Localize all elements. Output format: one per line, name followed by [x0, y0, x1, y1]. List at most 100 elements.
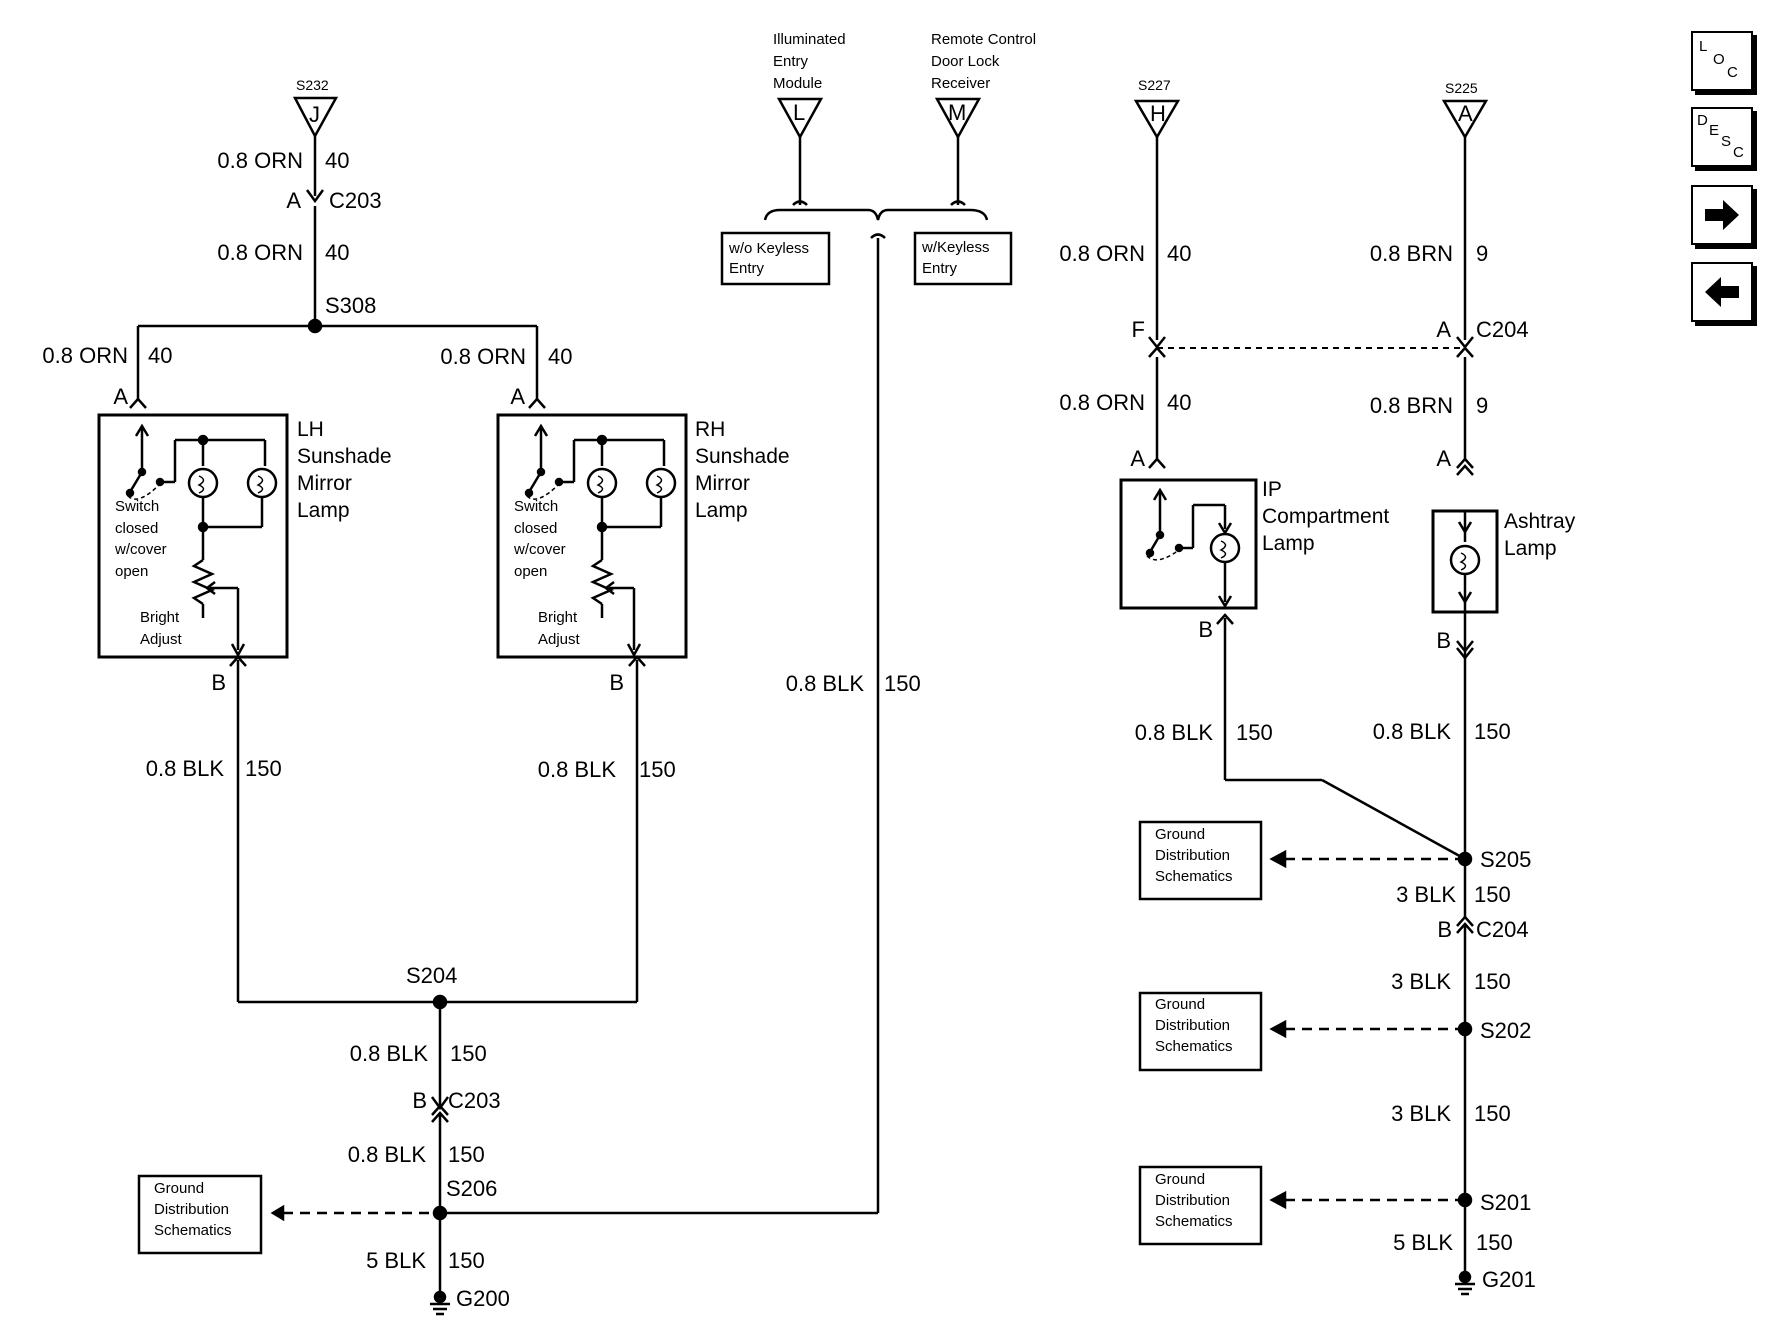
- lh-sunshade-box: [97, 413, 289, 659]
- right-arrow-icon: [1705, 200, 1739, 230]
- loc-button[interactable]: L O C: [1691, 31, 1753, 91]
- connector-pin: B: [211, 670, 226, 695]
- wire-circuit: 9: [1476, 393, 1488, 418]
- splice-dot: [1457, 851, 1473, 867]
- loc-letter: L: [1699, 38, 1707, 55]
- connector-label: C203: [329, 188, 382, 213]
- bulb-icon: [1449, 544, 1481, 576]
- module-label: Module: [773, 75, 822, 92]
- wire-gauge: 0.8 BLK: [1135, 720, 1214, 745]
- wire-circuit: 150: [639, 757, 676, 782]
- wire-gauge: 3 BLK: [1391, 969, 1451, 994]
- connector-pin: B: [412, 1088, 427, 1113]
- left-labels: S232 J 0.8 ORN 40 A C203 0.8 ORN 40 S308…: [42, 77, 789, 1311]
- component-title: Ashtray: [1504, 510, 1576, 533]
- wire-gauge: 0.8 BLK: [538, 757, 617, 782]
- splice-label: S201: [1480, 1190, 1531, 1215]
- gds-text: Distribution: [1155, 1192, 1230, 1209]
- gds-text: Distribution: [1155, 1017, 1230, 1034]
- switch-note: w/cover: [114, 541, 167, 558]
- connector-pin: B: [1198, 617, 1213, 642]
- wire-circuit: 150: [448, 1142, 485, 1167]
- prev-button[interactable]: [1691, 262, 1753, 322]
- ip-compartment-box: [1119, 478, 1258, 610]
- component-title: Compartment: [1262, 505, 1389, 528]
- bright-adjust-label: Adjust: [538, 631, 581, 648]
- wire-gauge: 0.8 ORN: [217, 240, 303, 265]
- component-title: Mirror: [297, 472, 352, 495]
- connector-pin: B: [1437, 917, 1452, 942]
- switch-note: closed: [115, 520, 158, 537]
- wire-gauge: 0.8 BRN: [1370, 393, 1453, 418]
- gds-text: Schematics: [154, 1222, 232, 1239]
- splice-label: S204: [406, 963, 457, 988]
- gds-text: Ground: [1155, 826, 1205, 843]
- bulb-icon: [246, 467, 278, 499]
- gds-text: Schematics: [1155, 1038, 1233, 1055]
- bulb-icon: [586, 467, 618, 499]
- gds-text: Ground: [1155, 1171, 1205, 1188]
- connector-pin: A: [510, 384, 525, 409]
- gds-text: Distribution: [1155, 847, 1230, 864]
- desc-letter: C: [1733, 144, 1744, 161]
- connector-pin: A: [1436, 317, 1451, 342]
- switch-note: open: [514, 563, 547, 580]
- connector-pin: B: [609, 670, 624, 695]
- switch-note: Switch: [514, 498, 558, 515]
- wire-gauge: 0.8 ORN: [1059, 241, 1145, 266]
- connector-pin: A: [113, 384, 128, 409]
- splice-pin: J: [309, 102, 320, 127]
- rh-sunshade-box: [496, 413, 688, 659]
- component-title: Mirror: [695, 472, 750, 495]
- bulb-icon: [1209, 532, 1241, 564]
- next-button[interactable]: [1691, 185, 1753, 245]
- splice-label: S227: [1138, 77, 1171, 93]
- splice-label: S232: [296, 77, 329, 93]
- splice-triangle: [292, 96, 339, 139]
- wire-circuit: 150: [1474, 1101, 1511, 1126]
- wire-circuit: 150: [1474, 719, 1511, 744]
- splice-triangle: [1133, 99, 1181, 140]
- wire-circuit: 9: [1476, 241, 1488, 266]
- connector-pin: A: [1130, 446, 1145, 471]
- option-box-with-keyless: [913, 231, 1013, 286]
- wire-circuit: 40: [148, 343, 172, 368]
- wire-circuit: 40: [325, 240, 349, 265]
- wire-gauge: 3 BLK: [1391, 1101, 1451, 1126]
- rheostat-icon: [589, 558, 615, 606]
- desc-letter: E: [1709, 122, 1719, 139]
- wire-gauge: 0.8 BLK: [350, 1041, 429, 1066]
- component-title: LH: [297, 418, 324, 441]
- wire-gauge: 5 BLK: [1393, 1230, 1453, 1255]
- option-box-without-keyless: [720, 231, 831, 286]
- wire-circuit: 150: [1474, 969, 1511, 994]
- wire-circuit: 150: [884, 671, 921, 696]
- option-label: Entry: [729, 260, 765, 277]
- gds-box-s201: [1138, 1165, 1263, 1246]
- bright-adjust-label: Bright: [140, 609, 180, 626]
- wire-circuit: 150: [1474, 882, 1511, 907]
- gds-text: Ground: [1155, 996, 1205, 1013]
- wire-gauge: 5 BLK: [366, 1248, 426, 1273]
- ground-label: G201: [1482, 1267, 1536, 1292]
- connector-pin: A: [286, 188, 301, 213]
- splice-label: S206: [446, 1176, 497, 1201]
- wire-circuit: 40: [548, 344, 572, 369]
- right-labels: S227 H S225 A 0.8 ORN 40 0.8 BRN 9 F A C…: [1059, 77, 1575, 1292]
- ground-icon: [1458, 1270, 1472, 1284]
- splice-pin: M: [948, 100, 966, 125]
- left-arrow-icon: [1705, 277, 1739, 307]
- gds-text: Schematics: [1155, 868, 1233, 885]
- component-title: Sunshade: [297, 445, 392, 468]
- wire-circuit: 150: [245, 756, 282, 781]
- wire-gauge: 0.8 ORN: [440, 344, 526, 369]
- wire-gauge: 0.8 BLK: [146, 756, 225, 781]
- module-label: Door Lock: [931, 53, 1000, 70]
- component-title: Sunshade: [695, 445, 790, 468]
- gds-text: Distribution: [154, 1201, 229, 1218]
- center-labels: Illuminated Entry Module L Remote Contro…: [728, 31, 1036, 696]
- wire-gauge: 0.8 BLK: [786, 671, 865, 696]
- desc-button[interactable]: D E S C: [1691, 107, 1753, 167]
- bulb-icon: [187, 467, 219, 499]
